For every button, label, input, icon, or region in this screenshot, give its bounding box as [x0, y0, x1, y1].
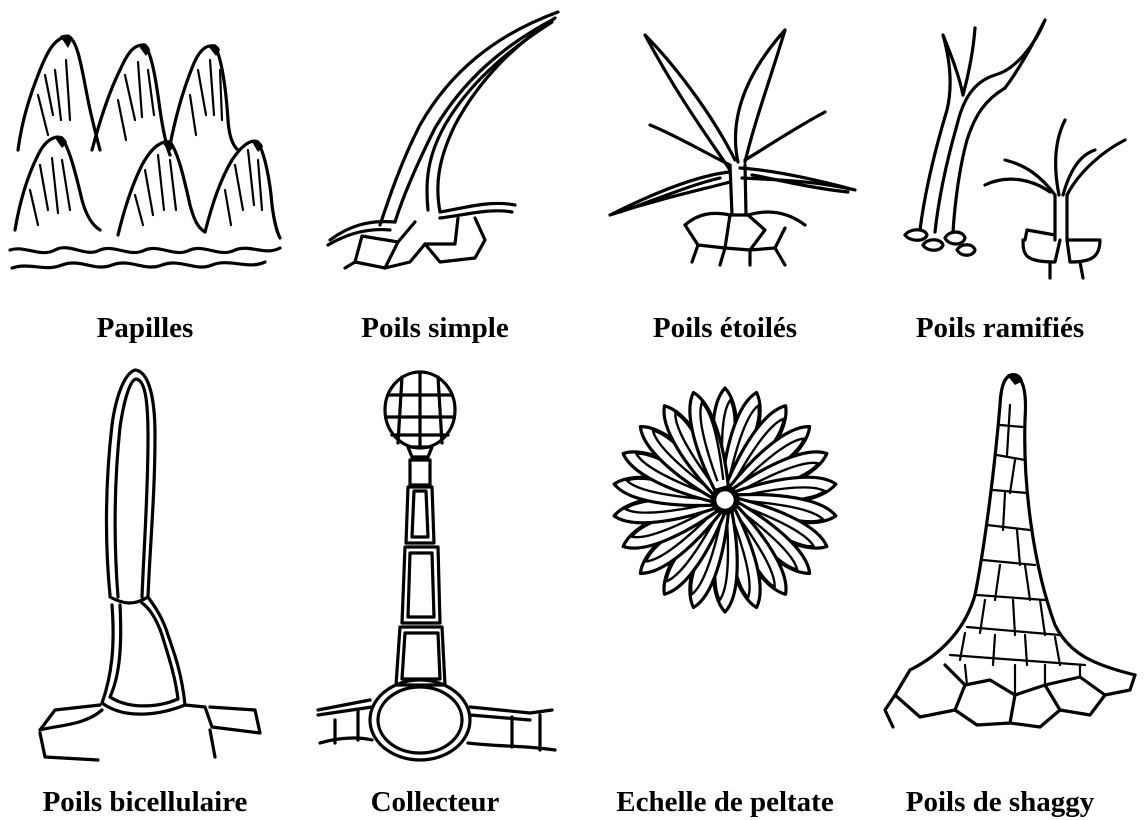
simple-hair-drawing	[290, 0, 580, 290]
figure-poils-etoiles: Poils étoilés	[580, 0, 870, 290]
figure-papilles: Papilles	[0, 0, 290, 290]
shaggy-hair-drawing	[855, 365, 1145, 775]
peltate-scale-drawing	[580, 365, 870, 775]
bicellular-hair-drawing	[0, 365, 290, 775]
caption-poils-de-shaggy: Poils de shaggy	[855, 788, 1145, 817]
caption-echelle-de-peltate: Echelle de peltate	[580, 788, 870, 817]
figure-poils-simple: Poils simple	[290, 0, 580, 290]
figure-collecteur: Collecteur	[290, 365, 580, 775]
caption-papilles: Papilles	[0, 314, 290, 343]
branched-hair-drawing	[855, 0, 1145, 290]
caption-poils-etoiles: Poils étoilés	[580, 314, 870, 343]
stellate-hair-drawing	[580, 0, 870, 290]
figure-poils-bicellulaire: Poils bicellulaire	[0, 365, 290, 775]
figure-poils-de-shaggy: Poils de shaggy	[855, 365, 1145, 775]
figure-poils-ramifies: Poils ramifiés	[855, 0, 1145, 290]
glandular-collector-drawing	[290, 365, 580, 775]
papillae-drawing	[0, 0, 290, 290]
figure-echelle-de-peltate: Echelle de peltate	[580, 365, 870, 775]
caption-poils-bicellulaire: Poils bicellulaire	[0, 788, 290, 817]
caption-collecteur: Collecteur	[290, 788, 580, 817]
caption-poils-simple: Poils simple	[290, 314, 580, 343]
caption-poils-ramifies: Poils ramifiés	[855, 314, 1145, 343]
